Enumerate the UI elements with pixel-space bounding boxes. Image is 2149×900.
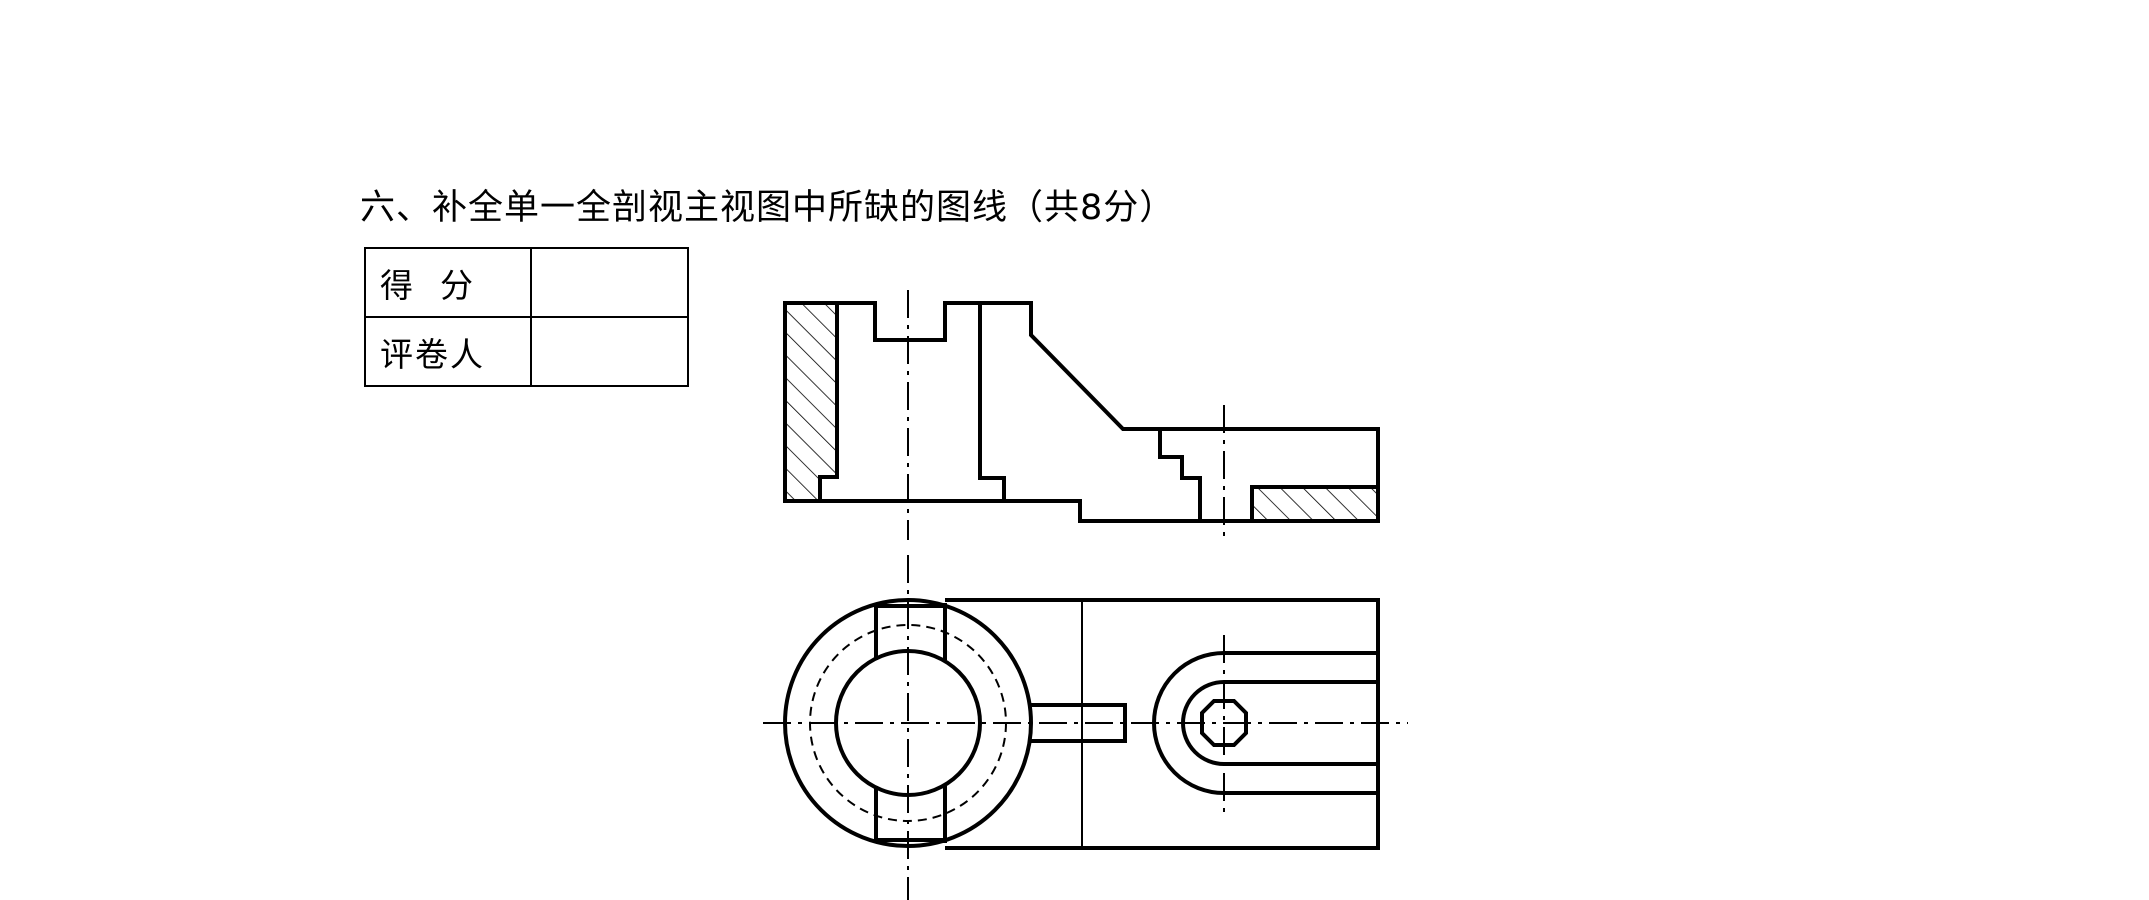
- left-wall-inner-edge: [818, 303, 839, 501]
- right-base-hatch: [1252, 487, 1378, 521]
- score-label: 得 分: [364, 247, 532, 318]
- front-view-outline: [783, 301, 1380, 523]
- score-row: 得 分: [364, 247, 689, 318]
- top-view: [763, 555, 1408, 900]
- small-hole: [1200, 699, 1248, 747]
- grader-row: 评卷人: [364, 316, 689, 387]
- score-value-cell[interactable]: [530, 247, 689, 318]
- front-section-view: [783, 290, 1380, 540]
- stepped-hole-profile: [1158, 429, 1202, 521]
- score-table: 得 分 评卷人: [364, 247, 689, 387]
- question-title: 六、补全单一全剖视主视图中所缺的图线（共8分）: [360, 188, 1176, 228]
- grader-label: 评卷人: [364, 316, 532, 387]
- grader-value-cell[interactable]: [530, 316, 689, 387]
- base-plate-top-edge: [1250, 485, 1378, 521]
- left-wall-hatch: [785, 303, 837, 501]
- rib-tab: [1030, 703, 1127, 743]
- boss-right-inner-edge: [978, 303, 1006, 501]
